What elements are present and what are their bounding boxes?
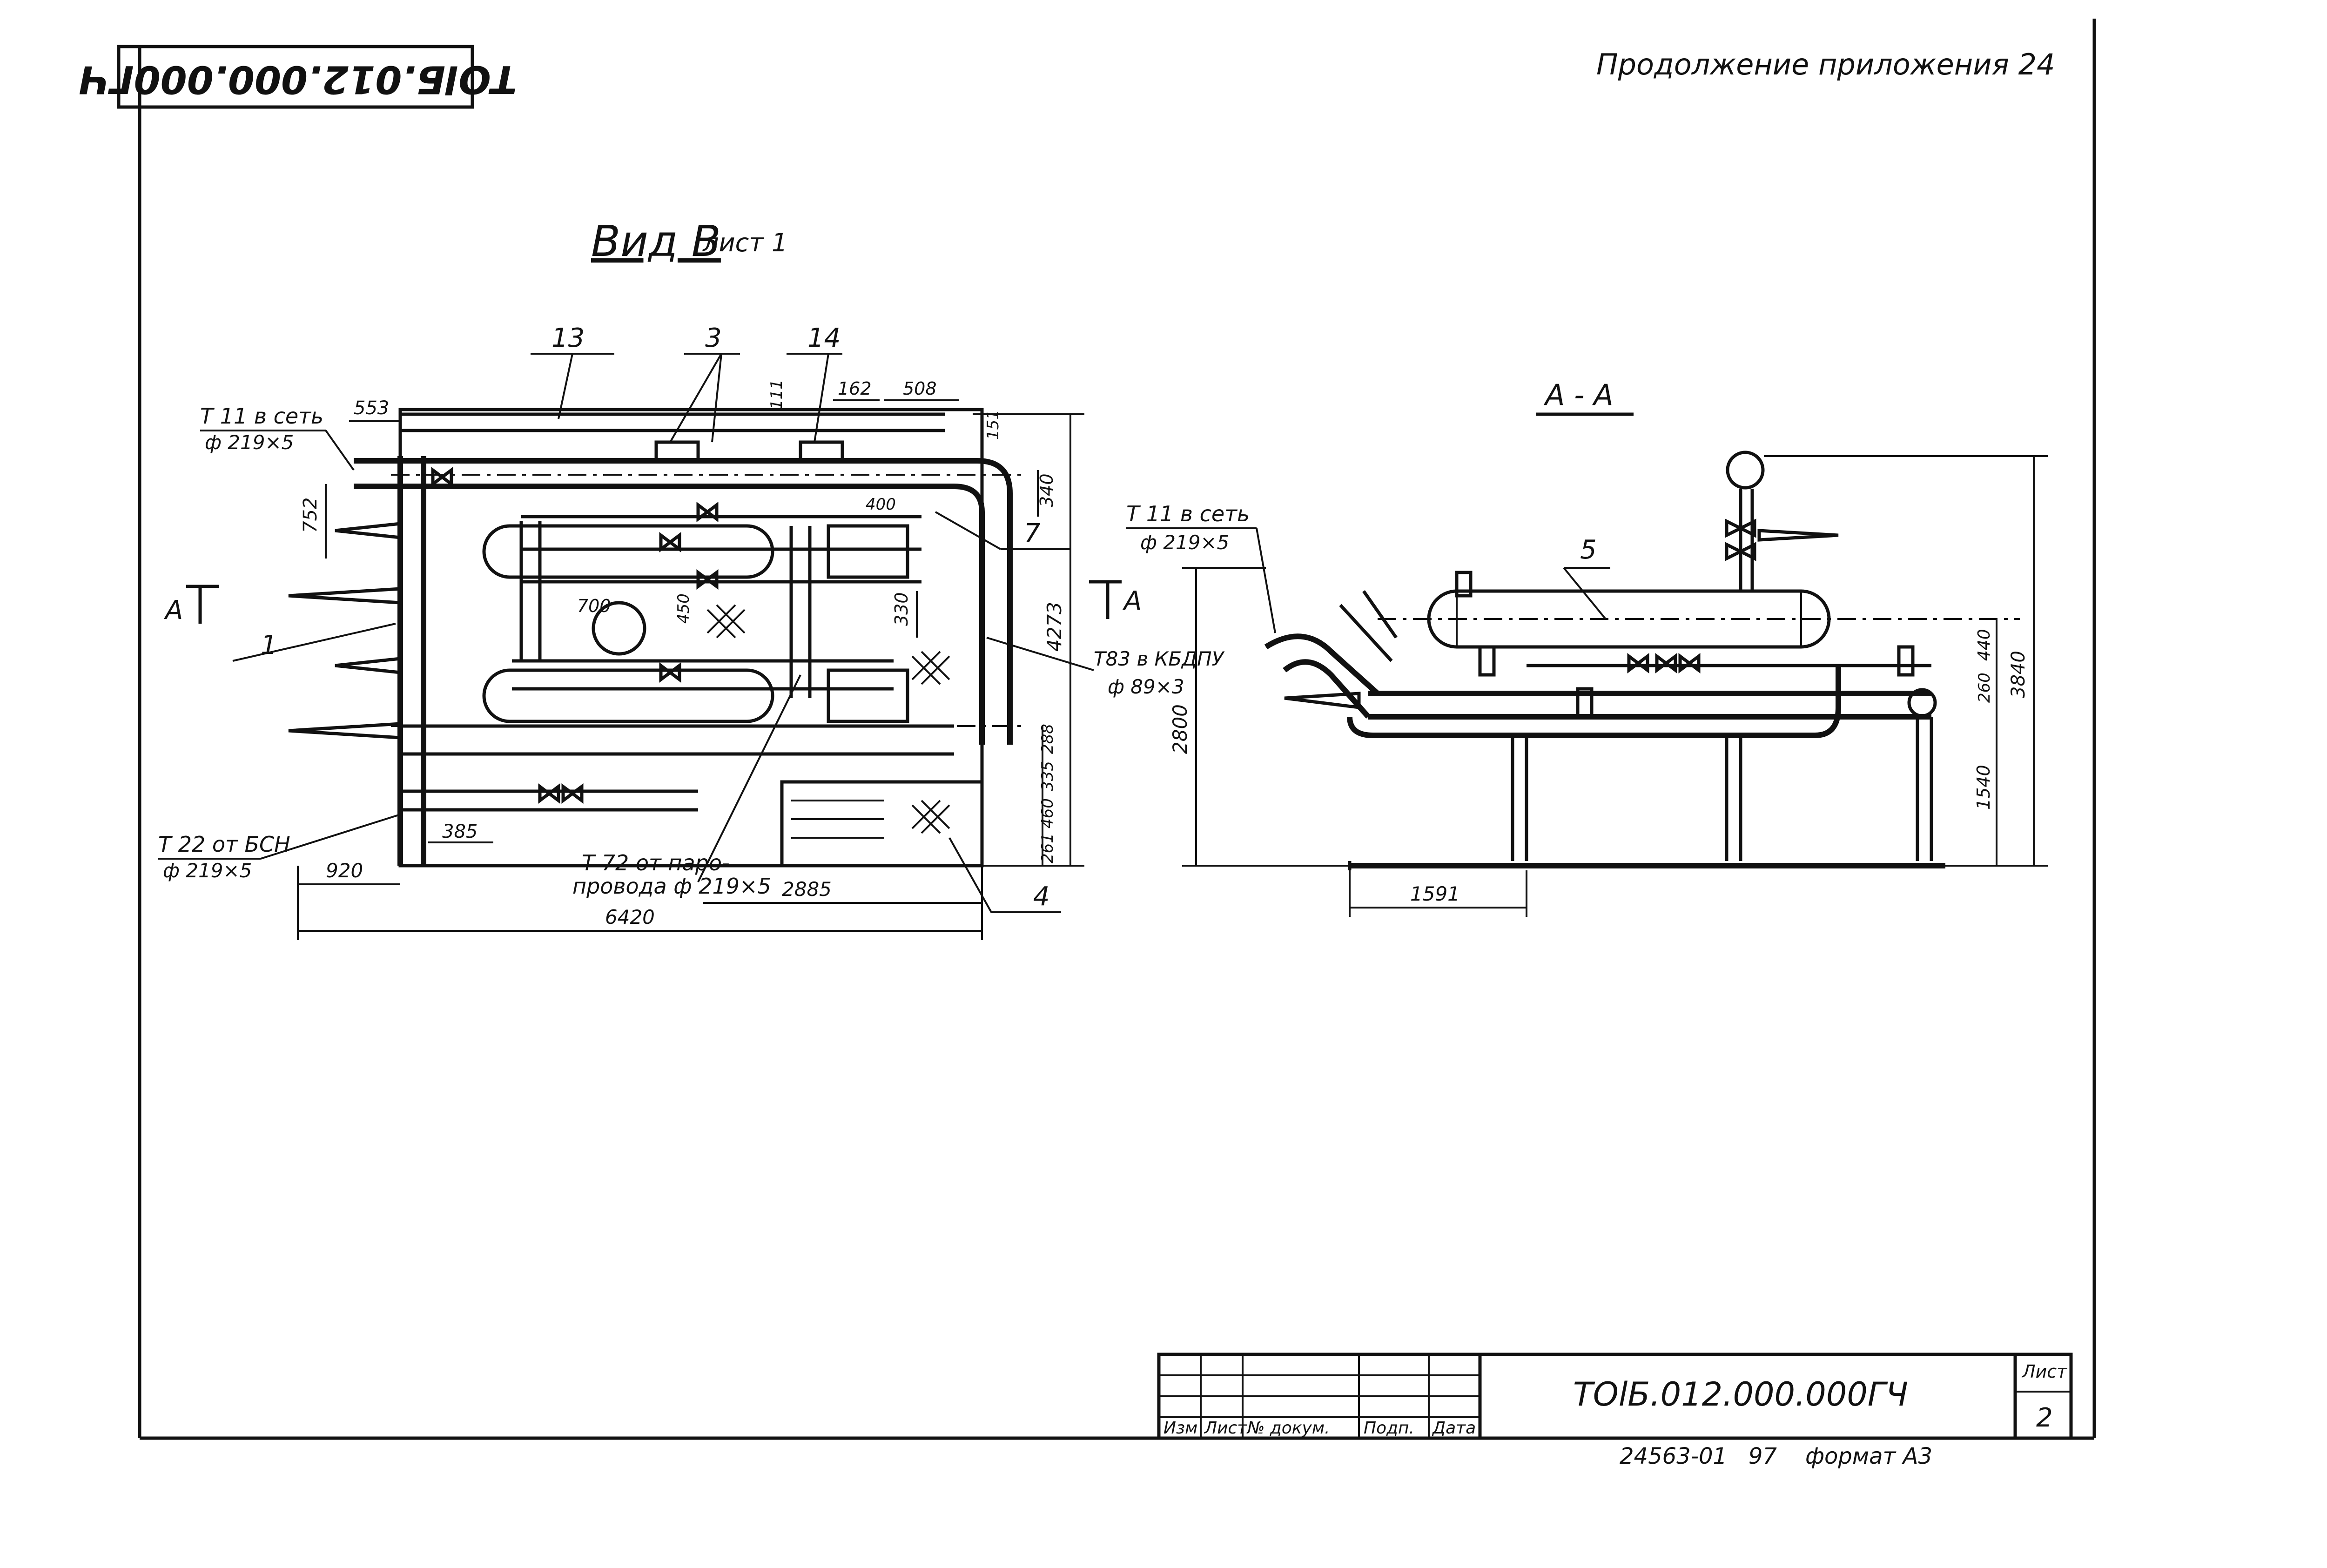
dim-335: 335 <box>1038 761 1057 791</box>
dim-2800: 2800 <box>1169 704 1191 754</box>
document-code: ТОlБ.012.000.000ГЧ <box>1573 1375 1908 1413</box>
appendix-note: Продолжение приложения 24 <box>1596 47 2055 81</box>
corner-code-rotated: ТОlБ.012.000.000ГЧ <box>79 57 517 101</box>
label-t83-pipe: ф 89×3 <box>1108 675 1184 698</box>
dim-1540: 1540 <box>1973 765 1994 810</box>
dim-4273: 4273 <box>1043 602 1066 652</box>
tb-header-list: Лист <box>1204 1419 1247 1438</box>
dim-2885: 2885 <box>782 878 832 901</box>
dim-6420: 6420 <box>605 906 655 929</box>
dim-920: 920 <box>326 859 363 882</box>
label-t83: Т83 в КБДПУ <box>1094 647 1225 670</box>
tb-header-date: Дата <box>1432 1419 1476 1438</box>
tb-header-sign: Подп. <box>1364 1419 1414 1438</box>
label-t22-pipe: ф 219×5 <box>163 859 252 882</box>
dim-460: 460 <box>1038 798 1057 828</box>
tb-header-izm: Изм <box>1164 1419 1197 1438</box>
dim-553: 553 <box>354 397 389 419</box>
dim-400: 400 <box>866 495 896 514</box>
plan-outline <box>398 408 984 868</box>
plan-view: Вид В лист 1 <box>158 216 1225 940</box>
tb-header-doc: № докум. <box>1246 1419 1330 1438</box>
callout-7: 7 <box>1024 518 1041 549</box>
callout-3: 3 <box>705 323 722 353</box>
section-dimensions: 2800 1591 3840 440 260 1540 <box>1169 455 2048 917</box>
section-callouts: 5 Т 11 в сеть ф 219×5 <box>1126 501 1610 633</box>
dim-261: 261 <box>1038 833 1057 863</box>
dim-385: 385 <box>442 821 478 842</box>
label-t22: Т 22 от БСН <box>158 832 290 857</box>
section-mark-right: А <box>1089 580 1142 619</box>
section-view-title: А - А <box>1543 378 1614 412</box>
callout-1: 1 <box>261 630 277 660</box>
dim-162: 162 <box>838 378 872 399</box>
section-letter-right: А <box>1123 586 1142 616</box>
dim-700: 700 <box>577 596 611 616</box>
section-mark-left: А <box>164 585 219 626</box>
label-t11-pipe-plan: ф 219×5 <box>205 431 294 454</box>
plan-callouts: 13 3 14 1 7 4 <box>232 323 1070 913</box>
plan-pipelines <box>354 412 1024 866</box>
plan-vessels <box>482 440 909 723</box>
label-t72-line1: Т 72 от паро- <box>582 850 730 875</box>
plan-pipe-labels: Т 11 в сеть ф 219×5 Т 22 от БСН ф 219×5 … <box>158 404 1225 899</box>
plan-hatch-marks <box>706 604 950 834</box>
sheet-label: Лист <box>2021 1361 2068 1382</box>
dim-508: 508 <box>903 378 937 399</box>
dim-450: 450 <box>674 593 693 624</box>
dim-330: 330 <box>891 592 912 626</box>
title-block: Изм Лист № докум. Подп. Дата ТОlБ.012.00… <box>1157 1353 2073 1440</box>
callout-14: 14 <box>807 323 841 353</box>
plan-valves <box>431 467 719 804</box>
sheet-number: 2 <box>2036 1403 2053 1433</box>
callout-13: 13 <box>551 323 585 353</box>
plan-dimensions: 553 162 508 111 151 340 752 400 700 450 … <box>297 378 1084 940</box>
label-t11-plan: Т 11 в сеть <box>200 404 323 429</box>
callout-4: 4 <box>1033 882 1050 912</box>
dim-340: 340 <box>1036 473 1057 507</box>
dim-440: 440 <box>1975 629 1994 661</box>
dim-288: 288 <box>1038 724 1057 754</box>
label-t11-pipe-section: ф 219×5 <box>1140 531 1229 554</box>
dim-1591: 1591 <box>1410 882 1460 905</box>
label-t11-section: Т 11 в сеть <box>1126 501 1250 526</box>
plan-view-title: Вид В <box>591 216 721 266</box>
section-view: А - А <box>1126 378 2048 917</box>
callout-5: 5 <box>1580 535 1597 565</box>
dim-3840: 3840 <box>2008 651 2029 698</box>
section-letter-left: А <box>164 595 183 626</box>
dim-752: 752 <box>300 498 321 533</box>
format-note: 24563-01 97 формат А3 <box>1620 1443 1932 1469</box>
label-t72-line2: провода ф 219×5 <box>572 874 771 899</box>
plan-view-subtitle: лист 1 <box>702 228 787 257</box>
section-structure <box>1264 451 2020 870</box>
dim-111: 111 <box>767 379 786 410</box>
sheet-frame <box>117 19 2096 1440</box>
plan-supports <box>288 522 402 740</box>
dim-260: 260 <box>1975 673 1994 703</box>
